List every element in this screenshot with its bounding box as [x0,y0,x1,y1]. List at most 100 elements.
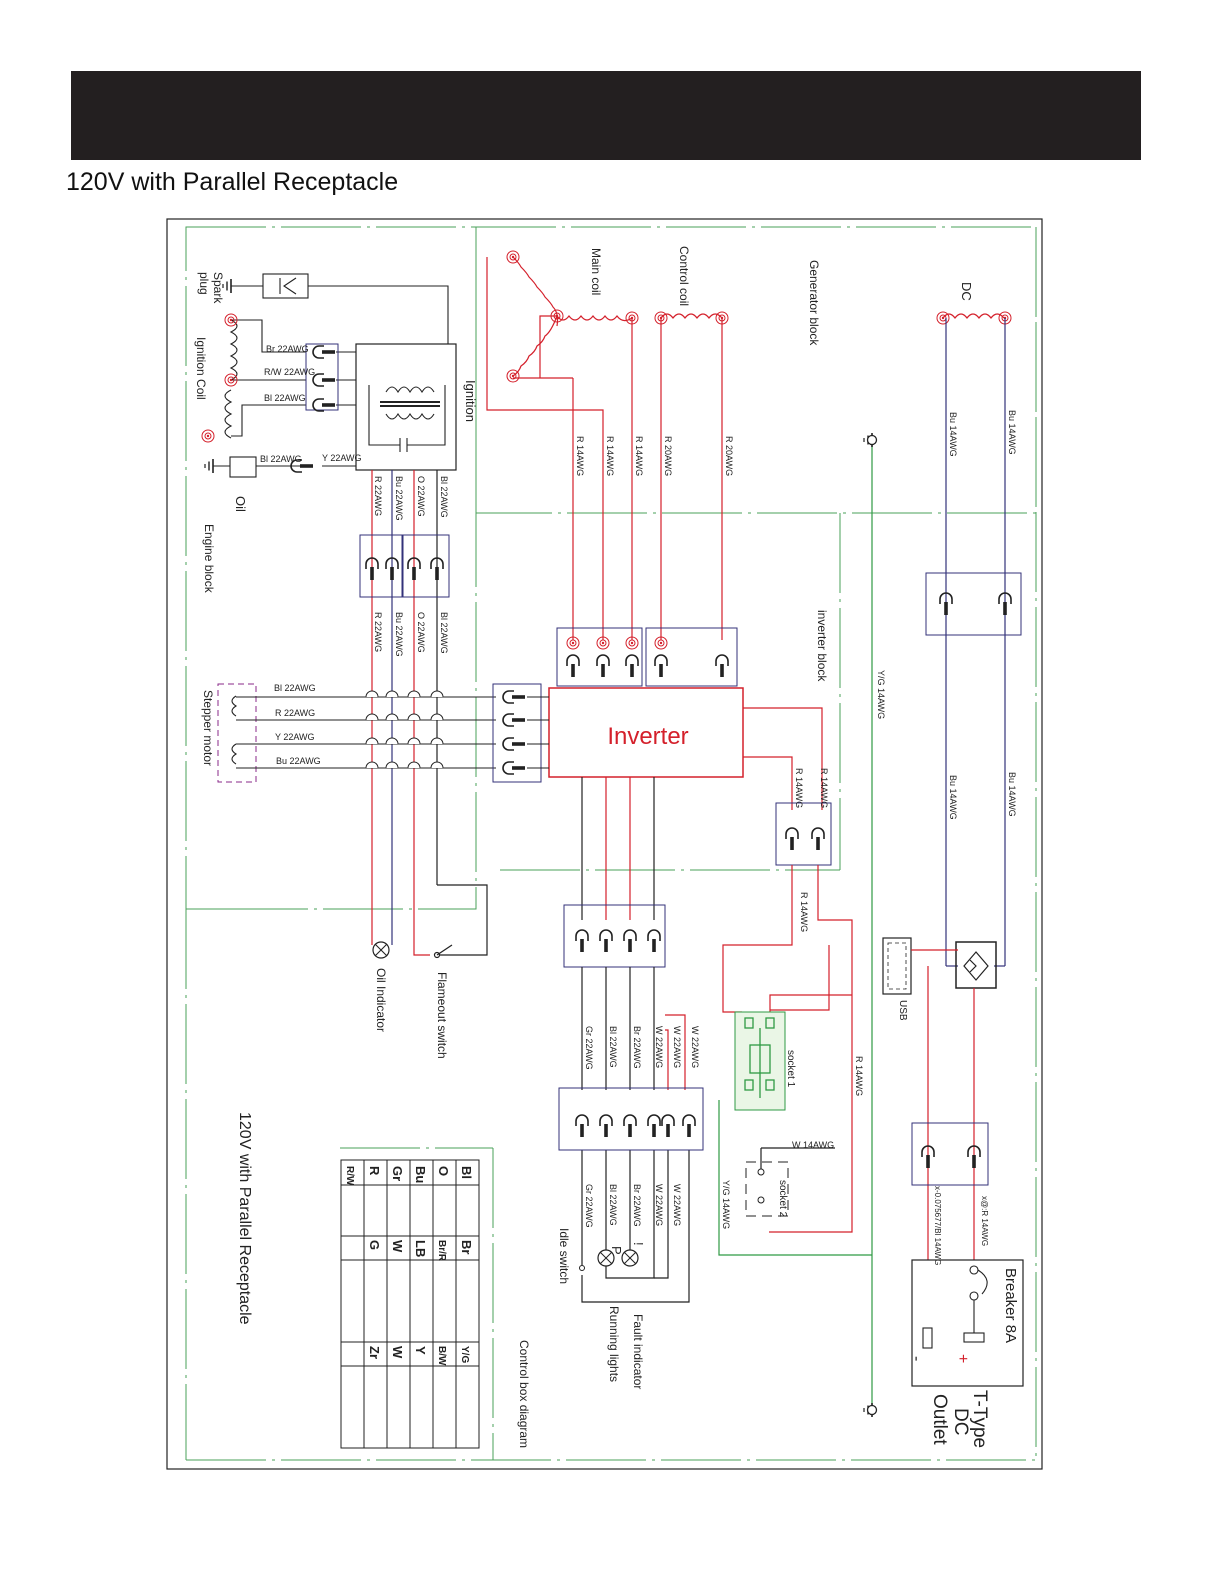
table-cell: W [390,1240,405,1253]
wire-label: Y 22AWG [275,732,315,742]
dc-outlet-label-2: DC [950,1408,971,1435]
table-cell: Br [459,1240,474,1254]
minus-label: - [908,1356,925,1361]
control-connector-bottom [558,1087,704,1151]
flameout-switch-symbol [433,944,453,959]
color-code-table [340,1159,480,1449]
oil-label: Oil [233,496,248,512]
generator-block-label: Generator block [807,260,821,346]
table-cell: LB [413,1240,428,1257]
wire-label: Br 22AWG [632,1026,642,1069]
control-wires [581,967,690,1303]
inverter-block-label: inverter block [815,610,829,682]
wire-label: R 14AWG [854,1056,864,1096]
wire-label: R 20AWG [663,436,673,476]
table-cell: R/W [344,1166,355,1186]
wire-label: Bu 14AWG [1007,410,1017,455]
wire-label: Bu 22AWG [394,476,404,521]
wire-label: Bl 22AWG [274,683,316,693]
wire-label: R 14AWG [799,892,809,932]
usb-label: USB [897,1000,908,1021]
wire-label: Bl 22AWG [260,454,302,464]
dc-output-wires [911,949,975,1260]
dc-outlet-label-3: Outlet [929,1394,950,1445]
inverter-ac-connector [775,802,832,866]
breaker-8a [911,1259,1024,1387]
wire-label: Gr 22AWG [584,1184,594,1228]
wire-label: x-0.075677/Bl 14AWG [933,1186,942,1265]
breaker-label: Breaker 8A [1002,1268,1019,1343]
wire-label: R 22AWG [275,708,315,718]
wire-label: Br 22AWG [266,344,309,354]
table-cell: Gr [390,1166,405,1181]
wire-label: Bl 22AWG [608,1026,618,1068]
table-cell: W [390,1346,405,1359]
wire-label: Bl 22AWG [439,476,449,518]
stepper-connector [492,683,542,783]
control-coil-connector [645,627,738,687]
wire-label: R 22AWG [373,612,383,652]
table-cell: B/W [436,1346,447,1366]
idle-switch-contact [579,1265,585,1271]
generator-wires [486,256,1005,640]
socket1-label: socket 1 [785,1050,796,1088]
ignition-internal [213,273,449,478]
stepper-motor-box [217,683,257,783]
wire-label: R 14AWG [794,768,804,808]
wire-label: Y/G 14AWG [721,1180,731,1229]
inverter-label: Inverter [607,723,688,750]
wire-label: W 14AWG [792,1140,834,1150]
wire-label: Bu 14AWG [1007,772,1017,817]
table-cell: G [367,1240,382,1250]
control-coil-label: Control coil [677,246,691,306]
table-cell: Bl [459,1166,474,1179]
wire-label: R 20AWG [724,436,734,476]
dc-connector [925,572,1022,636]
wire-label: R 14AWG [819,768,829,808]
engine-wires [371,470,488,956]
wire-label: R 22AWG [373,476,383,516]
table-cell: Y [413,1346,428,1355]
ignition-module [355,343,457,471]
wire-label: Bu 22AWG [394,612,404,657]
table-cell: Bu [413,1166,428,1183]
wire-label: W 22AWG [654,1026,664,1068]
engine-connector-b [402,534,450,598]
wire-label: Bu 22AWG [276,756,321,766]
wire-label: R 14AWG [634,436,644,476]
wire-label: O 22AWG [416,612,426,653]
usb-port [882,937,912,995]
idle-switch-label: Idle switch [557,1228,571,1284]
fault-indicator-label: Fault indicator [631,1314,645,1389]
p-label: P [609,1246,624,1255]
wire-label: Y/G 14AWG [876,670,886,719]
table-cell: O [436,1166,451,1176]
control-connector-top [563,904,666,968]
wire-label: W 22AWG [690,1026,700,1068]
component-labels: Spark plug Ignition Coil Ignition Oil En… [194,246,1019,1448]
flameout-switch-label: Flameout switch [435,972,449,1059]
table-cell: R [367,1166,382,1176]
main-coil-label: Main coil [589,248,603,295]
oil-indicator-label: Oil Indicator [374,968,388,1032]
ignition-label: Ignition [463,380,478,422]
diagram-frame [166,218,1043,1470]
dc-outlet-label-1: T-Type [969,1390,990,1448]
dc-label: DC [959,282,974,301]
engine-block-label: Engine block [202,524,216,594]
wire-label: Gr 22AWG [584,1026,594,1070]
wire-label: Bl 22AWG [439,612,449,654]
page-title: 120V with Parallel Receptacle [66,168,399,196]
table-cell: Zr [367,1346,382,1359]
ign-coil-connector [305,343,339,411]
stepper-motor-label: Stepper motor [201,690,215,766]
inverter-output-wires [581,707,823,920]
stepper-wires [231,695,496,769]
wire-label: O 22AWG [416,476,426,517]
wire-labels: Br 22AWG R/W 22AWG Bl 22AWG Bl 22AWG Y 2… [260,344,1017,1265]
wire-label: R 14AWG [575,436,585,476]
wire-label: Bu 14AWG [948,412,958,457]
wire-label: Bl 22AWG [264,393,306,403]
socket2-label: socket 2 [777,1180,788,1218]
